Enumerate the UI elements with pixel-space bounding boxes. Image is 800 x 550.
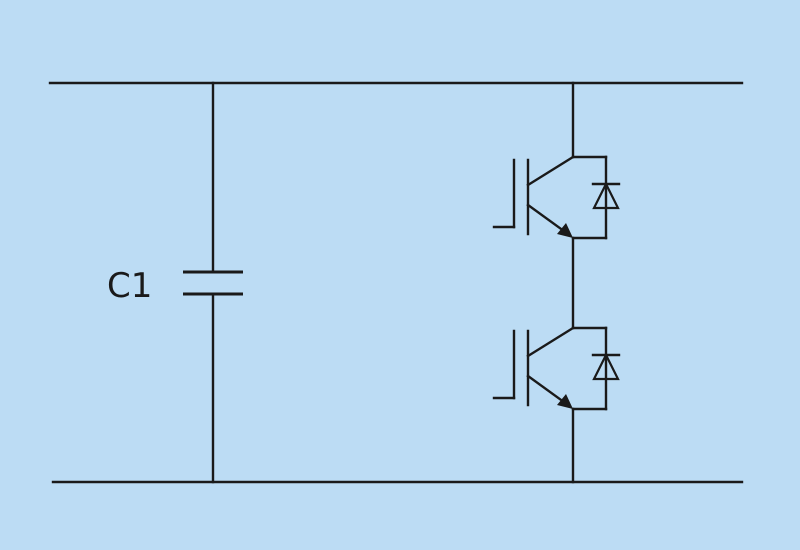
diode-upper-triangle (592, 181, 620, 210)
diode-lower-triangle (592, 352, 620, 381)
capacitor-c1: C1 (107, 81, 243, 484)
igbt-upper-emitter-arrow (557, 223, 573, 238)
capacitor-label: C1 (107, 266, 152, 306)
igbt-upper (492, 155, 621, 240)
igbt-lower-emitter-arrow (557, 394, 573, 409)
igbt-upper-collector (526, 155, 575, 187)
igbt-lower-collector (526, 326, 575, 358)
igbt-lower (492, 326, 621, 411)
